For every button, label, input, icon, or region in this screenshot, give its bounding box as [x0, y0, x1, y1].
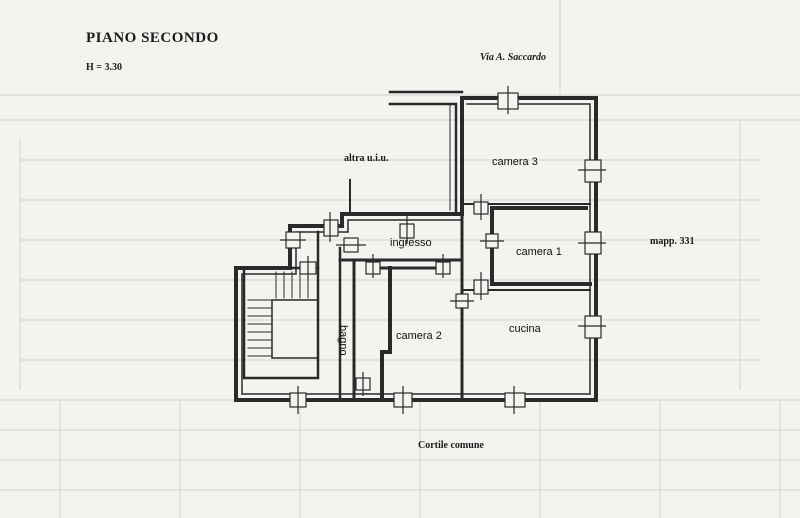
- other-property-label: altra u.i.u.: [344, 153, 389, 164]
- courtyard-label: Cortile comune: [418, 440, 484, 451]
- room-label-camera-3: camera 3: [492, 156, 538, 168]
- street-label: Via A. Saccardo: [480, 52, 547, 63]
- window-symbols: [280, 86, 606, 414]
- neighbor-corridor: [388, 90, 464, 216]
- parcel-label: mapp. 331: [650, 236, 695, 247]
- wall-bagno-right: [380, 266, 392, 398]
- plan-title: PIANO SECONDO: [86, 30, 219, 46]
- stair-well: [271, 299, 319, 359]
- stair-block: [242, 266, 320, 380]
- room-label-ingresso: ingresso: [390, 237, 432, 249]
- room-label-bagno: bagno: [337, 325, 349, 356]
- plan-height: H = 3.30: [86, 62, 122, 73]
- room-label-cucina: cucina: [509, 323, 541, 335]
- stair-treads: [247, 271, 309, 357]
- entry-passage: [316, 230, 342, 402]
- room-label-camera-2: camera 2: [396, 330, 442, 342]
- room-label-camera-1: camera 1: [516, 246, 562, 258]
